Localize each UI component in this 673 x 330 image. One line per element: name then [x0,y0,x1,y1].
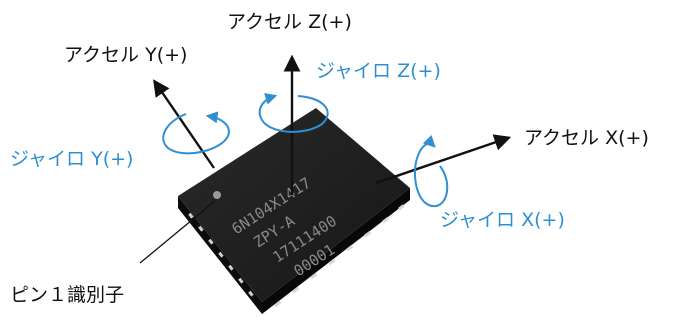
chip-right-face [262,188,410,314]
accel-y-axis-arrow [153,79,215,169]
gyro-x-label: ジャイロ X(+) [440,209,565,231]
gyro-z-rotation-arrow [258,93,329,133]
gyro-x-rotation-arrow [414,134,449,208]
gyro-y-rotation-arrow [162,111,230,155]
pin1-leader-line [139,200,216,264]
chip-pads-left [188,212,254,297]
pin1-dot [213,191,221,199]
chip-pads-right [274,204,405,308]
accel-z-label: アクセル Z(+) [227,11,352,33]
chip-package: 6N104X1417 ZPY-A 17111400 00001 [178,108,410,314]
gyro-z-label: ジャイロ Z(+) [316,60,441,82]
accel-x-axis-arrow [375,134,512,185]
gyro-y-label: ジャイロ Y(+) [10,148,134,170]
accel-x-label: アクセル X(+) [524,127,649,149]
pin1-identifier-label: ピン１識別子 [10,284,125,306]
accel-y-label: アクセル Y(+) [64,44,188,66]
chip-top-face [178,108,410,302]
